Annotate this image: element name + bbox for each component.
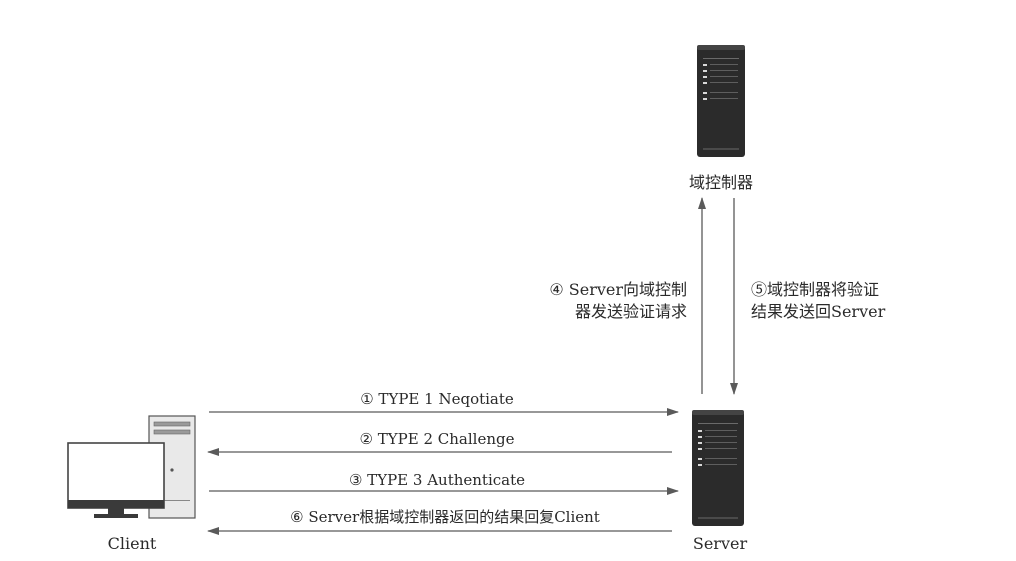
client-label: Client: [108, 534, 157, 553]
dc-request-label-line2: 器发送验证请求: [575, 302, 687, 321]
dc-response-label-line1: ⑤域控制器将验证: [751, 280, 879, 299]
dc-response-label-line2: 结果发送回Server: [751, 302, 886, 321]
server-label: Server: [693, 534, 748, 553]
domain-controller-server-icon: [697, 45, 745, 157]
message-2-label: ② TYPE 2 Challenge: [360, 430, 515, 448]
dc-request-label-line1: ④ Server向域控制: [549, 280, 687, 299]
message-3-label: ③ TYPE 3 Authenticate: [349, 471, 525, 489]
desktop-computer-icon: [67, 415, 196, 519]
message-6-label: ⑥ Server根据域控制器返回的结果回复Client: [290, 508, 600, 526]
server-tower-icon: [692, 410, 744, 526]
domain-controller-label: 域控制器: [689, 173, 753, 192]
message-1-label: ① TYPE 1 Neqotiate: [360, 390, 514, 408]
